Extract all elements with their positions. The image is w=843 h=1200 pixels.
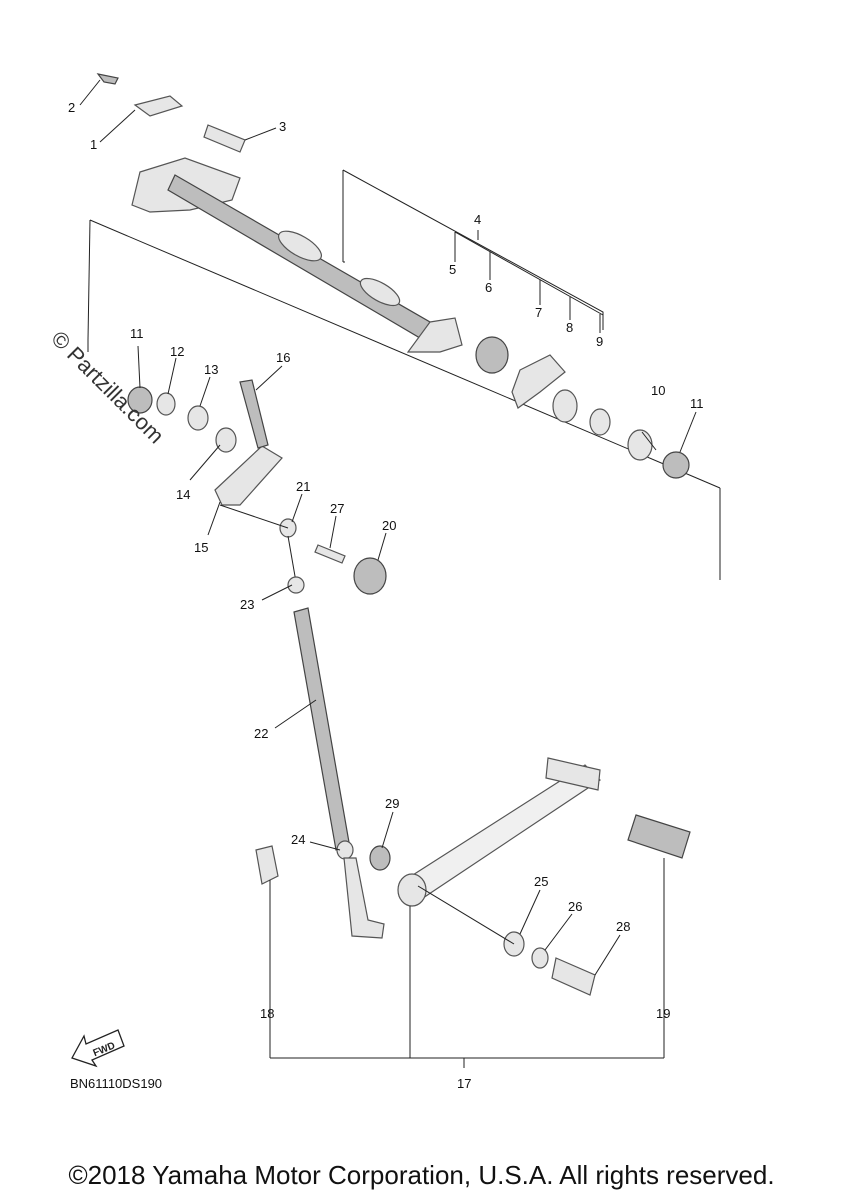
part-21-joint — [279, 518, 297, 583]
fwd-arrow-icon: FWD — [71, 1029, 125, 1068]
callout-13: 13 — [204, 362, 218, 377]
callout-22: 22 — [254, 726, 268, 741]
part-12-washer — [156, 392, 176, 416]
callout-2: 2 — [68, 100, 75, 115]
part-16-bolt — [239, 379, 269, 449]
part-15-shift-arm — [214, 445, 283, 506]
part-8-washer — [552, 389, 578, 423]
shift-shaft — [131, 157, 463, 353]
part-9-circlip — [589, 408, 611, 436]
group-4-bracket — [454, 230, 604, 333]
callout-12: 12 — [170, 344, 184, 359]
callout-11-left: 11 — [130, 326, 144, 341]
callout-4: 4 — [474, 212, 481, 227]
leader-lines — [79, 79, 697, 1068]
callout-11-right: 11 — [690, 396, 704, 411]
callout-14: 14 — [176, 487, 190, 502]
part-28-bolt — [551, 957, 596, 996]
callout-19: 19 — [656, 1006, 670, 1021]
callout-labels: 1 2 3 4 5 6 7 8 9 10 11 11 12 13 14 15 1… — [68, 100, 704, 1091]
callout-17: 17 — [457, 1076, 471, 1091]
callout-8: 8 — [566, 320, 573, 335]
callout-23: 23 — [240, 597, 254, 612]
assembly-outline — [87, 169, 721, 580]
callout-5: 5 — [449, 262, 456, 277]
part-29-bolt — [369, 845, 391, 871]
part-24-joint — [336, 840, 385, 939]
callout-3: 3 — [279, 119, 286, 134]
diagram-code: BN61110DS190 — [70, 1076, 162, 1091]
part-26-circlip — [531, 947, 549, 969]
copyright-notice: ©2018 Yamaha Motor Corporation, U.S.A. A… — [68, 1160, 775, 1190]
callout-10: 10 — [651, 383, 665, 398]
callout-27: 27 — [330, 501, 344, 516]
part-23-nut — [287, 576, 305, 594]
callout-24: 24 — [291, 832, 305, 847]
callout-20: 20 — [382, 518, 396, 533]
callout-6: 6 — [485, 280, 492, 295]
part-22-shift-rod — [293, 607, 351, 851]
part-6-collar — [475, 336, 509, 374]
callout-28: 28 — [616, 919, 630, 934]
callout-25: 25 — [534, 874, 548, 889]
callout-7: 7 — [535, 305, 542, 320]
part-14-washer — [215, 427, 237, 453]
callout-15: 15 — [194, 540, 208, 555]
callout-29: 29 — [385, 796, 399, 811]
part-20-cover — [353, 557, 387, 595]
part-10-washer — [627, 429, 653, 461]
part-2-bolt — [96, 73, 119, 85]
part-13-collar — [187, 405, 209, 431]
callout-21: 21 — [296, 479, 310, 494]
callout-9: 9 — [596, 334, 603, 349]
part-17-shift-pedal — [397, 757, 601, 907]
callout-16: 16 — [276, 350, 290, 365]
part-27-bolt — [314, 544, 346, 564]
part-3-pin — [203, 124, 246, 153]
watermark: © Partzilla.com — [46, 326, 169, 449]
callout-18: 18 — [260, 1006, 274, 1021]
part-7-segment — [511, 354, 566, 409]
callout-26: 26 — [568, 899, 582, 914]
part-11-oil-seal — [662, 451, 690, 479]
part-1-stopper-lever — [133, 95, 184, 117]
part-18-bolt — [255, 845, 279, 885]
callout-1: 1 — [90, 137, 97, 152]
part-19-pedal-rubber — [627, 814, 691, 859]
